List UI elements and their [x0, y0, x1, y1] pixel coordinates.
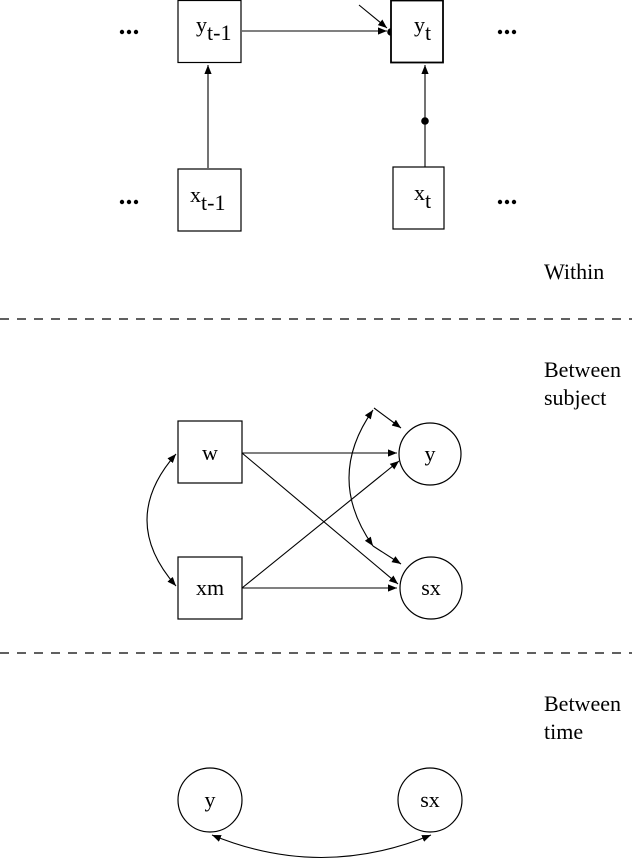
node-xm-label: xm [196, 575, 224, 600]
between-time-section: Between time y sx [177, 691, 621, 859]
svg-text:xt: xt [414, 180, 431, 213]
node-y-t-main: y [414, 12, 425, 37]
node-sx-between-time-label: sx [420, 787, 440, 812]
node-x-t: xt [392, 166, 445, 230]
svg-text:yt-1: yt-1 [196, 12, 231, 45]
node-x-prev-sub: t-1 [201, 190, 225, 215]
ellipsis-left-bottom [119, 199, 139, 205]
residual-arrow-sx [372, 545, 402, 565]
node-y-t-sub: t [425, 20, 431, 45]
node-x-prev: xt-1 [177, 168, 242, 232]
covariance-residual-y-sx [348, 409, 374, 547]
node-sx-between-subject-label: sx [421, 575, 441, 600]
covariance-y-sx-between-time [211, 834, 432, 859]
residual-arrow-y [373, 407, 402, 429]
node-w: w [177, 420, 243, 484]
node-w-label: w [202, 440, 218, 465]
node-y-t: yt [390, 0, 444, 64]
node-xm: xm [177, 556, 243, 620]
ellipsis-right-bottom [497, 199, 517, 205]
covariance-w-xm [146, 453, 177, 587]
node-y-between-time-label: y [205, 787, 216, 812]
svg-text:xt-1: xt-1 [190, 182, 225, 215]
edge-xm-to-y [241, 460, 400, 589]
svg-text:yt: yt [414, 12, 431, 45]
ellipsis-left-top [119, 29, 139, 35]
section-label-between-subject-line2: subject [544, 385, 606, 410]
edge-w-to-sx [241, 452, 399, 585]
node-y-prev: yt-1 [177, 0, 242, 64]
node-sx-between-time: sx [397, 767, 463, 833]
section-label-within: Within [544, 259, 604, 284]
ellipsis-right-top [497, 29, 517, 35]
random-slope-dot-xt [421, 117, 429, 125]
node-x-t-sub: t [425, 188, 431, 213]
node-y-between-subject-label: y [425, 441, 436, 466]
section-label-between-time-line1: Between [544, 691, 621, 716]
node-x-t-main: x [414, 180, 425, 205]
residual-arrow-yt [358, 4, 388, 29]
node-y-between-time: y [177, 767, 243, 833]
between-subject-section: Between subject w xm y sx [146, 357, 621, 620]
node-y-between-subject: y [398, 422, 462, 486]
within-section: yt-1 yt xt-1 xt Within [119, 0, 604, 284]
node-y-prev-sub: t-1 [207, 20, 231, 45]
node-y-prev-main: y [196, 12, 207, 37]
section-label-between-time-line2: time [544, 719, 583, 744]
node-x-prev-main: x [190, 182, 201, 207]
node-sx-between-subject: sx [399, 556, 463, 620]
section-label-between-subject-line1: Between [544, 357, 621, 382]
